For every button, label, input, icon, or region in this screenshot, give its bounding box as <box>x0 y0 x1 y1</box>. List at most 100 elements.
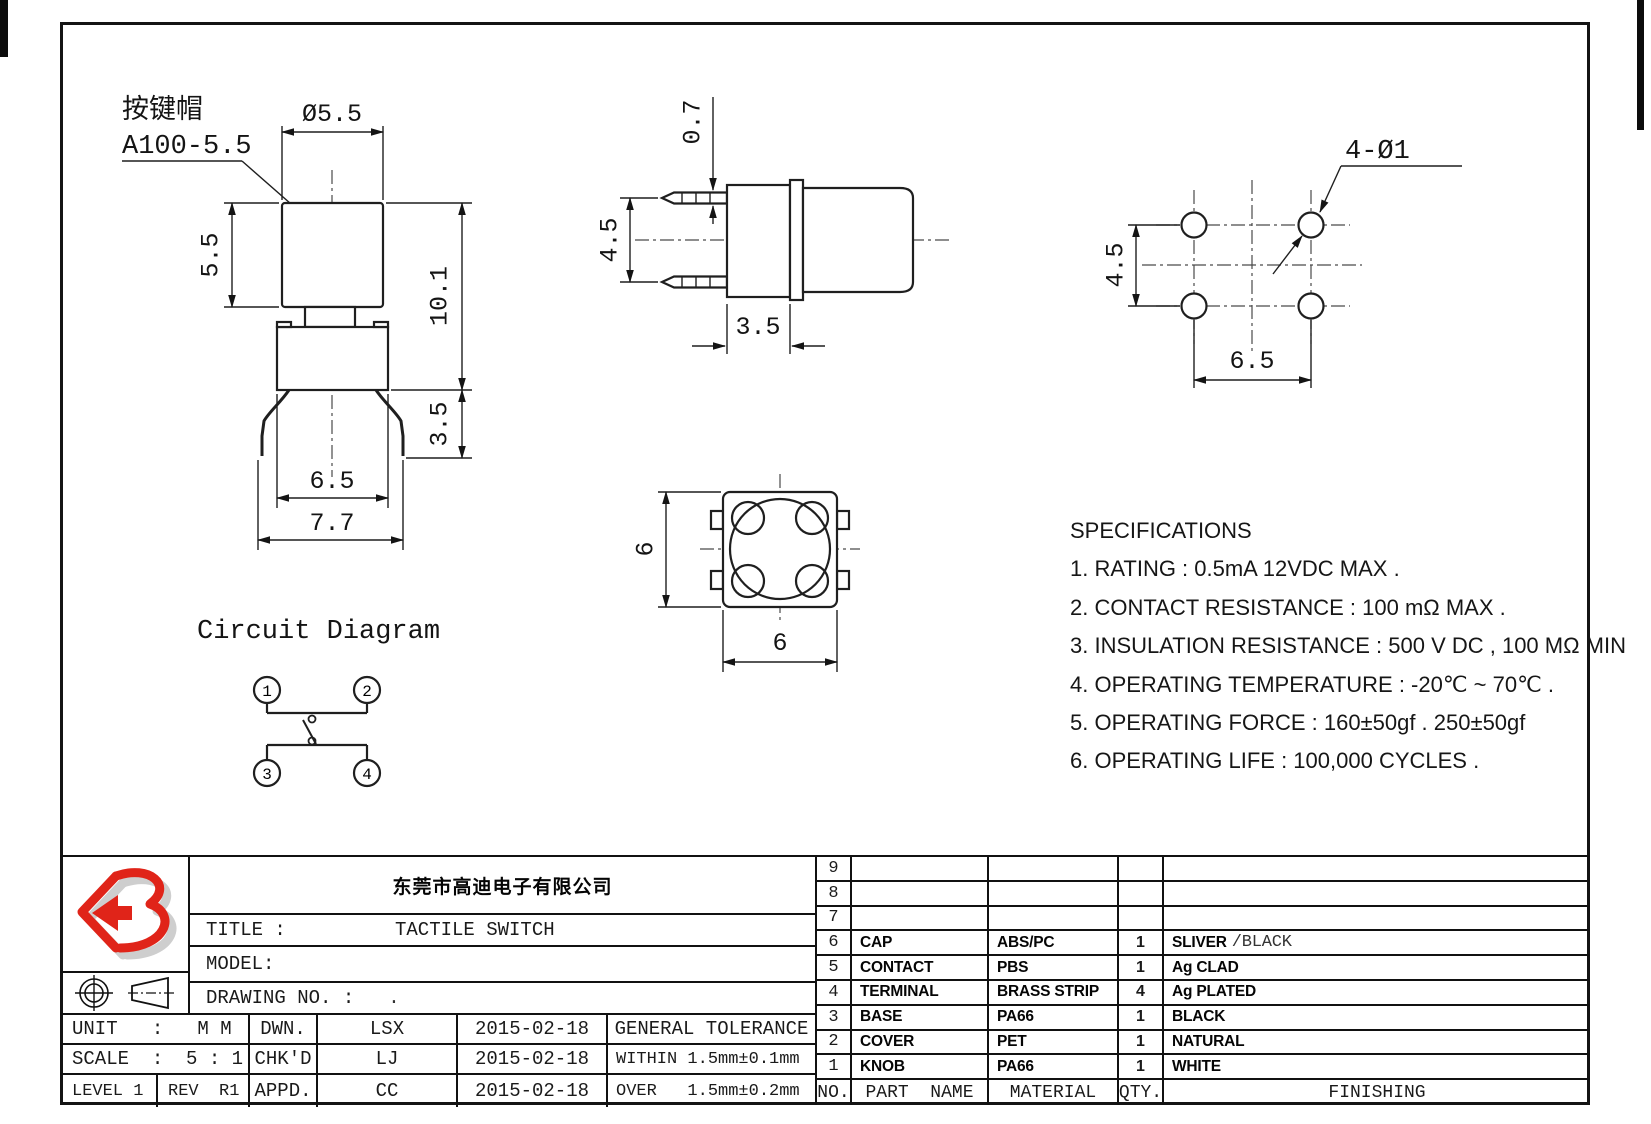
row-no: 5 <box>828 958 839 978</box>
drawing-canvas: 按键帽 A100-5.5 Ø5.5 <box>122 94 1462 788</box>
table-row: 4 TERMINAL BRASS STRIP 4 Ag PLATED <box>817 980 1590 1006</box>
circuit-pin-3-label: 3 <box>262 766 272 784</box>
front-view: 按键帽 A100-5.5 Ø5.5 <box>122 94 472 550</box>
top-button-circle <box>728 497 832 601</box>
dim-body-depth: 3.5 <box>692 304 825 354</box>
dim-top-width: 6 <box>722 610 838 672</box>
spec-item: 4. OPERATING TEMPERATURE : -20℃ ~ 70℃ . <box>1070 671 1555 697</box>
pcb-layout-view: 4.5 6.5 4-Ø1 <box>1102 137 1462 388</box>
top-tab-right-lower <box>835 569 851 591</box>
drawing-no-label: DRAWING NO. : <box>206 987 355 1009</box>
row-material: PBS <box>987 956 1117 979</box>
row-no: 9 <box>828 858 839 878</box>
row-part: COVER <box>850 1030 987 1054</box>
hole-callout: 4-Ø1 <box>1272 137 1462 275</box>
dwn-name-cell: LSX <box>318 1015 458 1045</box>
row-part <box>850 906 987 930</box>
title-row: TITLE : TACTILE SWITCH <box>190 915 815 947</box>
circuit-pin-2-label: 2 <box>362 683 372 701</box>
header-qty: QTY. <box>1117 1080 1162 1105</box>
spec-item: 2. CONTACT RESISTANCE : 100 mΩ MAX . <box>1070 594 1506 620</box>
top-corner-circle-2 <box>794 500 830 536</box>
projection-target-icon <box>75 975 113 1011</box>
row-material: ABS/PC <box>987 931 1117 955</box>
row-no: 8 <box>828 883 839 903</box>
finishing-main: WHITE <box>1172 1057 1221 1075</box>
dim-hole-pitch-vertical: 4.5 <box>1102 224 1180 307</box>
projection-cone-icon <box>128 976 174 1010</box>
dim-cap-height: 5.5 <box>197 202 279 308</box>
side-pin-top <box>659 191 729 205</box>
pcb-hole-4 <box>1297 292 1325 320</box>
dim-total-height-label: 10.1 <box>426 266 455 326</box>
row-material <box>987 906 1117 930</box>
specifications-title: SPECIFICATIONS <box>1070 518 1252 543</box>
header-material: MATERIAL <box>987 1080 1117 1105</box>
pcb-hole-3 <box>1180 292 1208 320</box>
row-no: 4 <box>828 982 839 1002</box>
top-tab-left-lower <box>709 569 725 591</box>
row-part: CONTACT <box>850 956 987 979</box>
finishing-main: BLACK <box>1172 1008 1226 1026</box>
row-qty: 1 <box>1117 931 1162 955</box>
row-no: 2 <box>828 1032 839 1052</box>
dim-hole-pitch-h-label: 6.5 <box>1229 347 1274 376</box>
row-material: PA66 <box>987 1005 1117 1029</box>
row-finishing <box>1162 857 1590 880</box>
row-part <box>850 881 987 905</box>
finishing-main: Ag PLATED <box>1172 983 1257 1001</box>
pcb-hole-2 <box>1297 211 1325 239</box>
table-row: 8 <box>817 881 1590 907</box>
row-part: TERMINAL <box>850 980 987 1004</box>
row-finishing: Ag PLATED <box>1162 980 1590 1004</box>
dim-pin-thickness-label: 0.7 <box>679 99 708 144</box>
chk-date-cell: 2015-02-18 <box>458 1045 608 1075</box>
logo-cell <box>60 857 190 973</box>
row-material <box>987 881 1117 905</box>
table-row: 7 <box>817 906 1590 932</box>
dim-diameter-label: Ø5.5 <box>302 100 362 129</box>
dim-pin-length: 3.5 <box>406 389 472 459</box>
top-tab-right-upper <box>835 509 851 531</box>
model-label: MODEL: <box>206 953 275 975</box>
dim-diameter: Ø5.5 <box>281 100 384 200</box>
dim-base-width-label: 6.5 <box>309 467 354 496</box>
projection-cell <box>60 973 190 1015</box>
row-part: BASE <box>850 1005 987 1029</box>
row-qty: 4 <box>1117 980 1162 1004</box>
top-view: 6 6 <box>632 474 860 672</box>
row-part: KNOB <box>850 1055 987 1079</box>
spec-item: 3. INSULATION RESISTANCE : 500 V DC , 10… <box>1070 633 1626 659</box>
row-finishing <box>1162 906 1590 930</box>
row-qty: 1 <box>1117 1055 1162 1079</box>
front-leg-left <box>260 389 291 456</box>
row-qty <box>1117 881 1162 905</box>
front-body-tab-right <box>372 320 390 329</box>
circuit-diagram: Circuit Diagram 1 2 3 4 <box>197 617 440 788</box>
circuit-switch-contact <box>302 714 317 746</box>
cap-leader-line <box>122 160 308 219</box>
dim-top-width-label: 6 <box>772 629 787 658</box>
dim-top-height: 6 <box>632 491 721 608</box>
specifications-block: SPECIFICATIONS 1. RATING : 0.5mA 12VDC M… <box>1070 512 1626 781</box>
dim-pin-pitch: 4.5 <box>596 197 658 283</box>
title-label: TITLE : <box>206 919 286 941</box>
cap-label-part: A100-5.5 <box>122 132 252 162</box>
dim-top-height-label: 6 <box>632 541 661 556</box>
title-value: TACTILE SWITCH <box>395 919 555 941</box>
title-block: 东莞市高迪电子有限公司 TITLE : TACTILE SWITCH MODEL… <box>60 855 815 1107</box>
sheet-edge-right <box>1637 0 1644 130</box>
tolerance-title-cell: GENERAL TOLERANCE <box>608 1015 815 1045</box>
side-flange <box>788 178 805 302</box>
dim-hole-pitch-v-label: 4.5 <box>1102 242 1131 287</box>
row-part <box>850 857 987 880</box>
row-no: 7 <box>828 908 839 928</box>
dim-pin-length-label: 3.5 <box>426 401 455 446</box>
row-material <box>987 857 1117 880</box>
row-qty <box>1117 906 1162 930</box>
circuit-pin-4-label: 4 <box>362 766 372 784</box>
dim-cap-height-label: 5.5 <box>197 232 226 277</box>
row-finishing: Ag CLAD <box>1162 956 1590 979</box>
top-corner-circle-1 <box>730 500 766 536</box>
dim-base-width: 6.5 <box>276 394 389 508</box>
